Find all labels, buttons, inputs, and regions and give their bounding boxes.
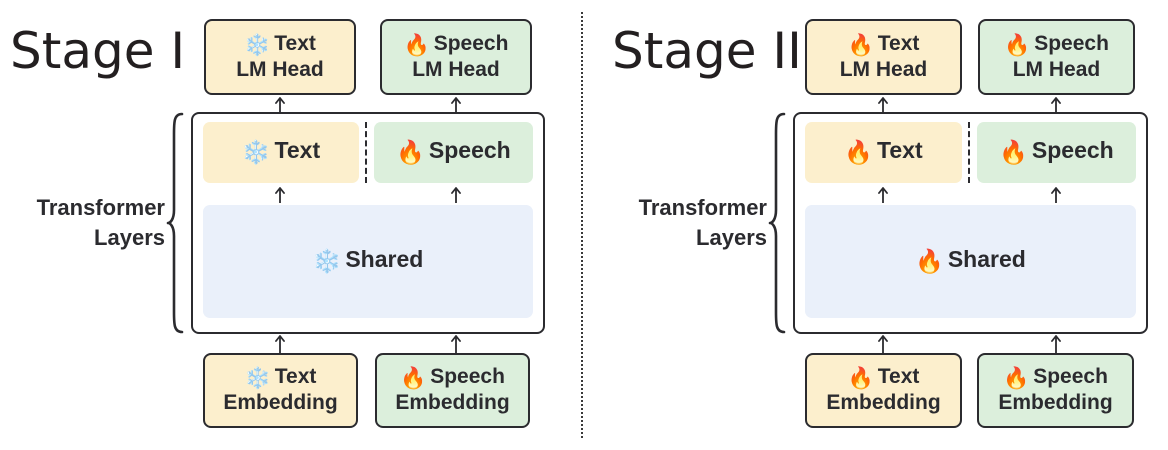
arrow-shared-to-speech-layer [1049, 186, 1063, 203]
stage-panel-2: Stage II Transformer Layers 🔥Text LM Hea… [584, 0, 1168, 450]
speech-lm-head-box[interactable]: 🔥Speech LM Head [380, 19, 532, 95]
shared-layer-box[interactable]: 🔥Shared [805, 205, 1136, 318]
text-lm-head-box[interactable]: 🔥Text LM Head [805, 19, 962, 95]
flame-icon: 🔥 [403, 32, 430, 57]
flame-icon: 🔥 [844, 140, 874, 167]
text-embedding-line1: 🔥Text [847, 365, 920, 391]
text-lm-head-line1: 🔥Text [847, 31, 920, 57]
stage-title: Stage II [612, 22, 802, 80]
curly-brace-icon [768, 112, 786, 334]
flame-icon: 🔥 [915, 249, 944, 276]
stage-panel-1: Stage I Transformer Layers ❄️Text LM Hea… [0, 19, 545, 428]
text-lm-head-line2: LM Head [236, 57, 324, 81]
speech-lm-head-line2: LM Head [1012, 57, 1101, 81]
text-embedding-line1: ❄️Text [244, 365, 317, 391]
modality-divider [365, 122, 367, 183]
snowflake-icon: ❄️ [312, 249, 342, 276]
text-lm-head-box[interactable]: ❄️Text LM Head [204, 19, 356, 95]
arrow-text-layer-to-head [876, 96, 890, 112]
modality-divider [968, 122, 970, 183]
flame-icon: 🔥 [847, 366, 874, 391]
speech-embedding-line2: Embedding [395, 391, 510, 414]
snowflake-icon: ❄️ [244, 32, 271, 57]
arrow-speech-layer-to-head [449, 96, 463, 112]
snowflake-icon: ❄️ [244, 366, 271, 391]
text-layer-label: ❄️Text [241, 137, 321, 167]
text-lm-head-line2: LM Head [839, 57, 928, 81]
transformer-label-line2: Layers [696, 225, 767, 250]
speech-lm-head-line1: 🔥Speech [1004, 31, 1109, 57]
stage-separator [581, 12, 583, 438]
speech-embedding-line1: 🔥Speech [1003, 365, 1108, 391]
transformer-layers-label: Transformer Layers [602, 193, 767, 253]
speech-embedding-box[interactable]: 🔥Speech Embedding [375, 353, 530, 428]
flame-icon: 🔥 [847, 32, 874, 57]
flame-icon: 🔥 [400, 366, 427, 391]
transformer-label-line1: Transformer [36, 195, 165, 220]
flame-icon: 🔥 [396, 140, 425, 167]
transformer-layers-label: Transformer Layers [0, 193, 165, 253]
speech-embedding-line1: 🔥Speech [400, 365, 505, 391]
stage-title: Stage I [10, 22, 186, 80]
text-embedding-box[interactable]: 🔥Text Embedding [805, 353, 962, 428]
flame-icon: 🔥 [999, 140, 1028, 167]
shared-layer-box[interactable]: ❄️Shared [203, 205, 533, 318]
speech-layer-label: 🔥Speech [999, 137, 1114, 167]
arrow-text-layer-to-head [273, 96, 287, 112]
arrow-speech-embedding-to-transformer [449, 334, 463, 353]
curly-brace-icon [166, 112, 184, 334]
flame-icon: 🔥 [1003, 366, 1030, 391]
text-layer-box[interactable]: ❄️Text [203, 122, 359, 183]
speech-layer-box[interactable]: 🔥Speech [374, 122, 533, 183]
speech-layer-box[interactable]: 🔥Speech [977, 122, 1136, 183]
speech-lm-head-box[interactable]: 🔥Speech LM Head [978, 19, 1135, 95]
text-layer-box[interactable]: 🔥Text [805, 122, 962, 183]
arrow-text-embedding-to-transformer [273, 334, 287, 353]
arrow-text-embedding-to-transformer [876, 334, 890, 353]
speech-layer-label: 🔥Speech [396, 137, 511, 167]
shared-layer-label: 🔥Shared [915, 246, 1026, 276]
speech-lm-head-line2: LM Head [412, 57, 500, 81]
transformer-label-line2: Layers [94, 225, 165, 250]
arrow-shared-to-text-layer [876, 186, 890, 203]
speech-lm-head-line1: 🔥Speech [403, 31, 509, 57]
text-embedding-box[interactable]: ❄️Text Embedding [203, 353, 358, 428]
speech-embedding-line2: Embedding [998, 391, 1113, 414]
arrow-speech-layer-to-head [1049, 96, 1063, 112]
arrow-shared-to-speech-layer [449, 186, 463, 203]
text-layer-label: 🔥Text [844, 137, 923, 167]
text-embedding-line2: Embedding [223, 391, 338, 414]
arrow-speech-embedding-to-transformer [1049, 334, 1063, 353]
snowflake-icon: ❄️ [241, 140, 271, 167]
shared-layer-label: ❄️Shared [312, 246, 424, 276]
speech-embedding-box[interactable]: 🔥Speech Embedding [977, 353, 1134, 428]
transformer-label-line1: Transformer [638, 195, 767, 220]
text-lm-head-line1: ❄️Text [244, 31, 316, 57]
text-embedding-line2: Embedding [826, 391, 941, 414]
flame-icon: 🔥 [1004, 32, 1031, 57]
arrow-shared-to-text-layer [273, 186, 287, 203]
